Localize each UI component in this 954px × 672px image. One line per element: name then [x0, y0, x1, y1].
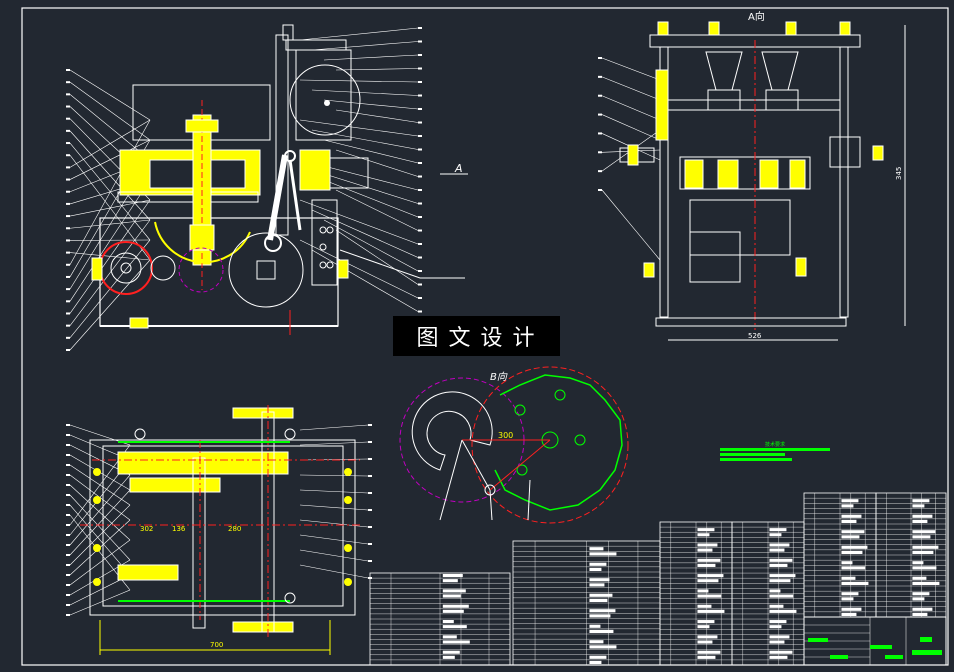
leader-lines-left-front — [66, 69, 151, 351]
parts-list-tables — [369, 492, 947, 666]
section-marker-a: A — [454, 162, 463, 175]
b-view-title: B向 — [490, 371, 508, 383]
top-plan-view: 302 136 280 700 — [66, 405, 372, 655]
dim-a-view-height: 345 — [895, 167, 903, 180]
dim-bdir-radius: 300 — [498, 431, 513, 440]
leader-lines-right-front — [299, 27, 422, 313]
a-view-title: A向 — [748, 10, 765, 23]
dim-plan-d2: 136 — [172, 525, 186, 533]
b-direction-view: B向 300 — [399, 366, 629, 524]
a-direction-view: A向 — [598, 10, 906, 341]
watermark-stamp: 图文设计 — [393, 316, 560, 356]
technical-notes: 技术要求 — [720, 441, 830, 461]
tech-note-title: 技术要求 — [765, 441, 785, 448]
dim-a-view-width: 526 — [748, 332, 762, 340]
dim-plan-d1: 302 — [140, 525, 153, 533]
dim-plan-width: 700 — [210, 641, 223, 649]
dim-plan-d3: 280 — [228, 525, 241, 533]
front-section-view: A — [66, 24, 468, 351]
